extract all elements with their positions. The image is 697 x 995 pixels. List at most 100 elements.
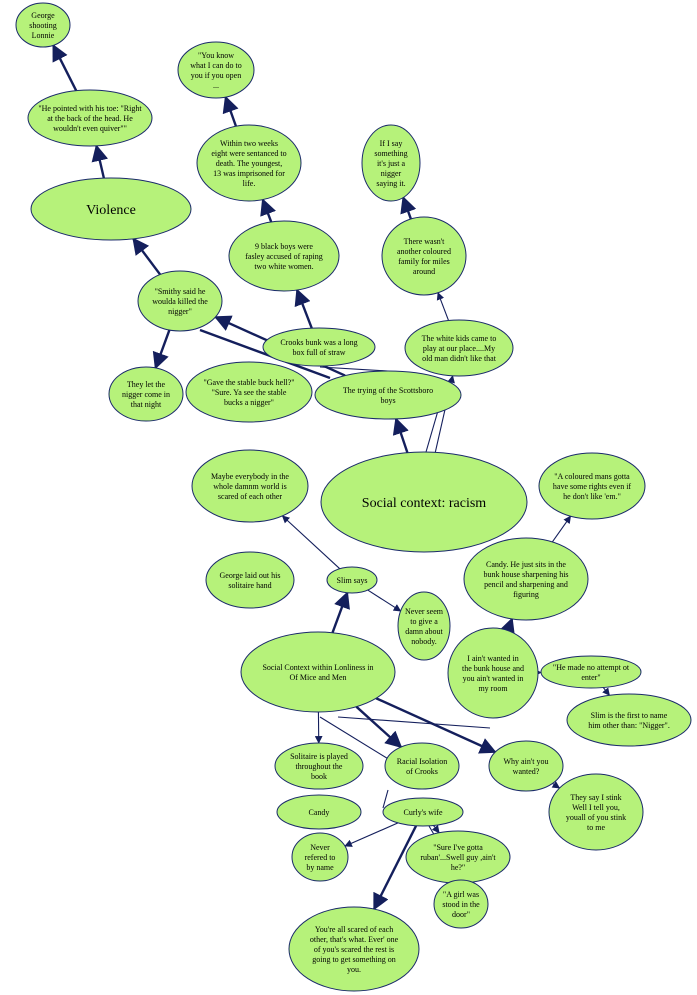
node-label-line: bucks a nigger": [224, 398, 274, 407]
node-gave-stable[interactable]: "Gave the stable buck hell?""Sure. Ya se…: [185, 361, 313, 423]
connector-slim-says-to-never-seem: [367, 589, 402, 612]
node-label-line: refered to: [305, 853, 336, 862]
node-label-line: wouldn't even quiver"": [53, 124, 127, 133]
node-label-line: of Crooks: [406, 767, 438, 776]
node-label-line: throughout the: [296, 762, 343, 771]
connector-smithy-to-violence: [132, 237, 162, 276]
node-label-line: ...: [213, 81, 219, 90]
node-label-line: Candy: [309, 808, 330, 817]
node-bubble: [137, 270, 223, 332]
node-bubble: [538, 452, 646, 520]
connector-social-loneliness-to-slim-says: [331, 591, 350, 634]
node-slim-says[interactable]: Slim says: [326, 566, 378, 594]
node-label-line: George laid out his: [220, 571, 281, 580]
connector-line: [199, 328, 331, 380]
connector-wasnt-another-to-if-i-say: [400, 195, 417, 220]
node-bubble: [15, 2, 71, 48]
node-curlys-wife[interactable]: Curly's wife: [382, 797, 464, 827]
node-label-line: Maybe everybody in the: [211, 472, 289, 481]
node-candy[interactable]: Candy: [276, 794, 362, 830]
node-bubble: [191, 449, 309, 523]
node-bubble: [30, 177, 192, 241]
node-label-line: figuring: [513, 590, 539, 599]
node-label-line: other, that's what. Ever' one: [310, 935, 399, 944]
connector-line: [319, 716, 391, 761]
node-bubble: [540, 655, 642, 689]
node-label-line: of you's scared the rest is: [314, 945, 394, 954]
node-label-line: I ain't wanted in: [467, 654, 518, 663]
node-label-line: have some rights even if: [553, 482, 632, 491]
connector-line: [337, 716, 491, 729]
node-label-line: door": [452, 910, 470, 919]
node-label-line: that night: [131, 400, 162, 409]
node-label-line: bunk house sharpening his: [483, 570, 568, 579]
connector-aint-wanted-to-candy-sits: [499, 617, 515, 636]
node-bubble: [314, 370, 462, 420]
node-label-line: he?": [451, 863, 465, 872]
node-label-line: "He pointed with his toe: "Right: [38, 104, 142, 113]
node-label-line: The white kids came to: [422, 334, 497, 343]
node-bubble: [404, 319, 514, 377]
node-bubble: [361, 124, 421, 202]
node-label-line: George: [31, 11, 55, 20]
node-label-line: woulda killed the: [152, 297, 208, 306]
node-label-line: shooting: [29, 21, 57, 30]
connector-line: [382, 789, 389, 809]
node-label-line: Slim says: [337, 576, 368, 585]
node-label-line: There wasn't: [404, 237, 446, 246]
node-label-line: 9 black boys were: [255, 242, 313, 251]
connector-smithy-to-let-nigger: [152, 329, 171, 370]
node-label-line: Social Context within Lonliness in: [262, 663, 373, 672]
node-label-line: "Sure. Ya see the stable: [212, 388, 287, 397]
node-label-line: "Smithy said he: [155, 287, 206, 296]
node-label-line: "He made no attempt ot: [553, 663, 630, 672]
node-bubble: [291, 832, 349, 882]
node-label-line: "Gave the stable buck hell?": [204, 378, 295, 387]
node-label-line: saying it.: [376, 179, 405, 188]
node-label-line: They let the: [127, 380, 166, 389]
node-label-line: you if you open: [191, 71, 241, 80]
node-label-line: my room: [478, 684, 508, 693]
connector-slim-says-to-maybe-everybody: [281, 515, 341, 570]
node-label-line: Slim is the first to name: [591, 711, 668, 720]
node-bubble: [240, 631, 396, 713]
connector-social-loneliness-to-racial-isolation: [355, 705, 403, 749]
node-social-racism[interactable]: Social context: racism: [320, 451, 528, 553]
node-bubble: [397, 591, 451, 661]
node-label-line: Curly's wife: [404, 808, 443, 817]
connector-no-attempt-to-slim-first: [602, 687, 610, 696]
node-label-line: They say I stink: [570, 793, 621, 802]
node-label-line: box full of straw: [292, 348, 345, 357]
node-violence[interactable]: Violence: [30, 177, 192, 241]
